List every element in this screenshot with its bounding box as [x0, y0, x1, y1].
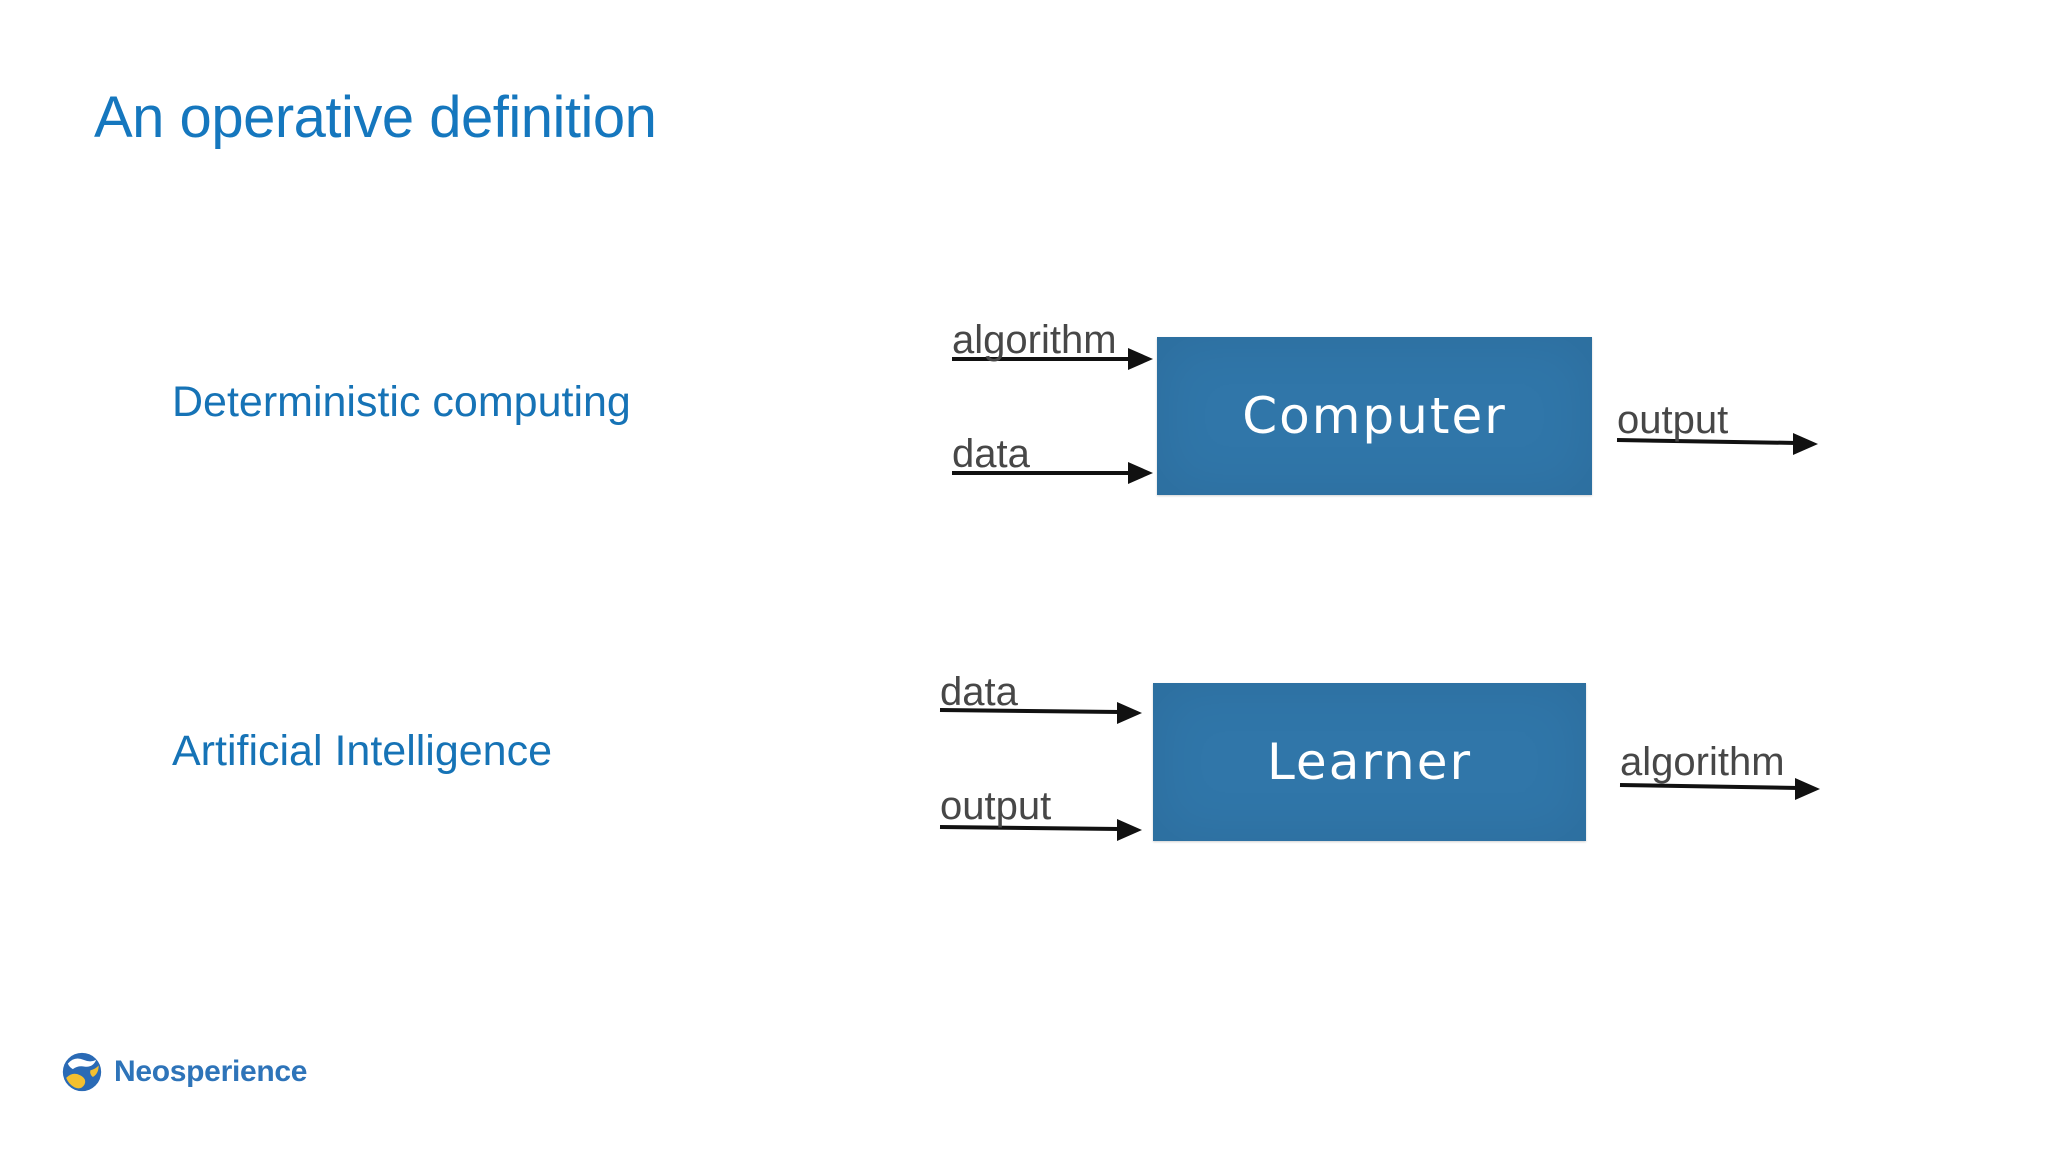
brand-logo: Neosperience: [62, 1052, 307, 1092]
d1-input-label-algorithm: algorithm: [952, 318, 1117, 362]
brand-name: Neosperience: [114, 1055, 308, 1088]
d2-input-label-data: data: [940, 670, 1018, 714]
neosperience-logo-icon: [62, 1052, 102, 1092]
d2-input-label-output: output: [940, 784, 1052, 828]
section-label-artificial-intelligence: Artificial Intelligence: [172, 727, 553, 775]
d2-output-label-algorithm: algorithm: [1620, 740, 1785, 784]
learner-box: Learner: [1153, 683, 1586, 841]
computer-box-label: Computer: [1242, 387, 1507, 445]
learner-box-label: Learner: [1266, 733, 1473, 791]
page-title: An operative definition: [94, 85, 657, 150]
computer-box: Computer: [1157, 337, 1592, 495]
d1-output-label-output: output: [1617, 398, 1729, 442]
d1-input-label-data: data: [952, 432, 1030, 476]
section-label-deterministic-computing: Deterministic computing: [172, 378, 631, 426]
